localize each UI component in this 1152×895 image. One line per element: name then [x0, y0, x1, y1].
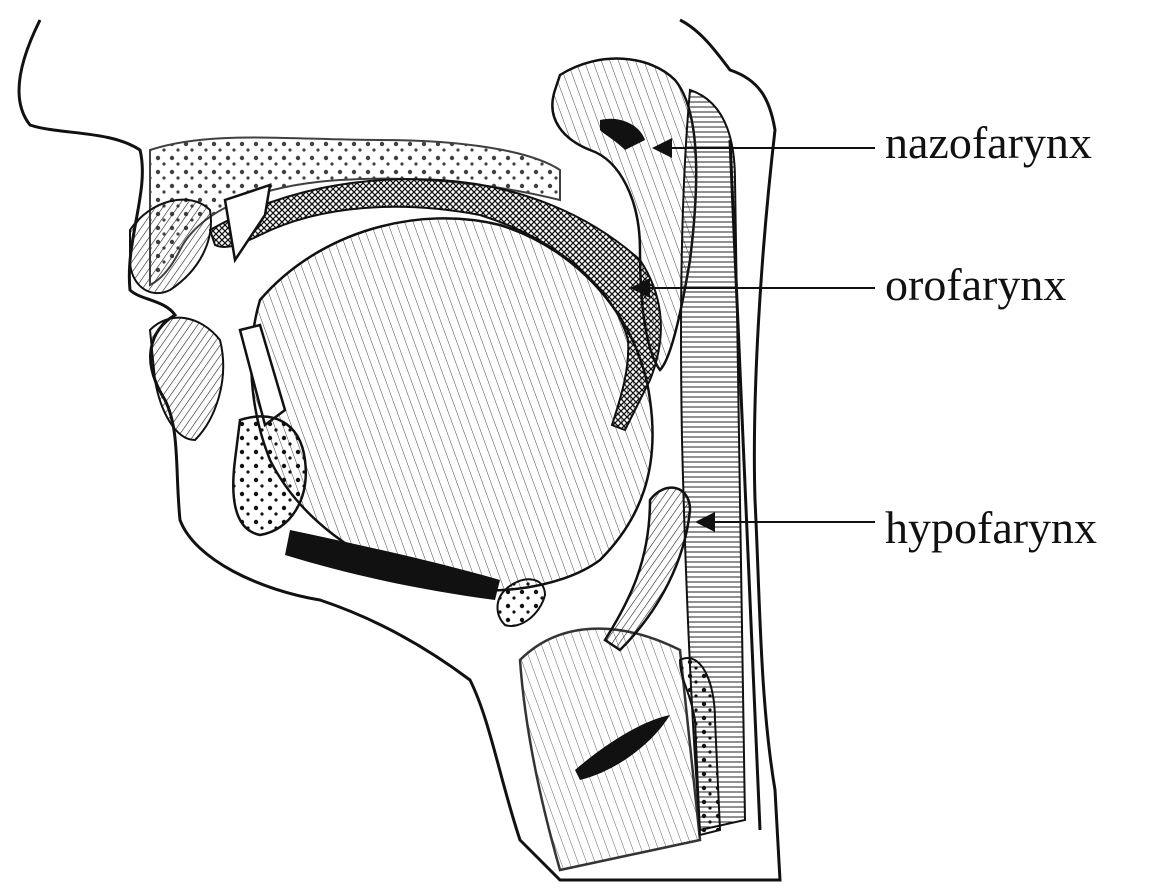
upper-lip	[130, 200, 211, 294]
label-hypofarynx: hypofarynx	[885, 505, 1097, 551]
label-nazofarynx: nazofarynx	[885, 120, 1092, 166]
lower-lip	[150, 318, 223, 440]
label-orofarynx: orofarynx	[885, 262, 1066, 308]
mandible	[233, 416, 306, 535]
